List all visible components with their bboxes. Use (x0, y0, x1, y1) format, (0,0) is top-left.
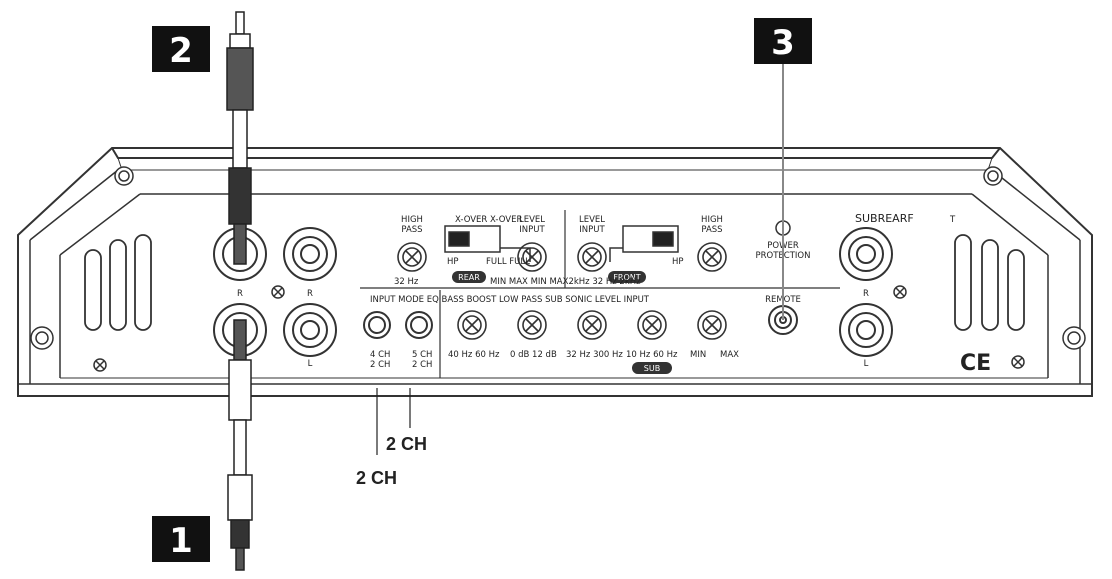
switch-label-second: 2 CH (386, 434, 427, 454)
jack-r-right: R (863, 289, 869, 299)
input-mode-buttons (363, 311, 433, 339)
knob-high-pass-left (397, 242, 427, 272)
ce-mark: CE (960, 351, 991, 376)
knob-high-pass-right (697, 242, 727, 272)
front-hp: HP (672, 257, 684, 267)
rear-tag: REAR (452, 271, 486, 283)
screws (30, 166, 1086, 372)
high-pass-left-label-1: HIGH (401, 215, 423, 225)
high-pass-right-label-1: HIGH (701, 215, 723, 225)
vent-slots-left (84, 234, 152, 331)
vent-slots-right (954, 234, 1025, 331)
xover-full: FULL FULL (486, 257, 530, 267)
sub-tag-text: SUB (644, 364, 660, 373)
xover-switch-front (609, 225, 679, 262)
callout-badge-3: 3 (754, 18, 812, 64)
ch-b-bottom: 2 CH (412, 360, 432, 370)
sub-tag: SUB (632, 362, 672, 374)
eq-freqs: 40 Hz 60 Hz (448, 350, 500, 360)
rear-tag-text: REAR (458, 273, 480, 282)
bottom-row-title: INPUT MODE EQ BASS BOOST LOW PASS SUB SO… (370, 295, 650, 305)
callout-2-text: 2 (169, 31, 193, 71)
level-max: MAX (720, 350, 739, 360)
high-pass-left-label-2: PASS (401, 225, 422, 235)
jack-l-right: L (864, 359, 869, 369)
knob-bass-boost (517, 310, 547, 340)
level-input-right-label-1: LEVEL (579, 215, 605, 225)
xover-hp: HP (447, 257, 459, 267)
ch-a-top: 4 CH (370, 350, 390, 360)
knob-eq (457, 310, 487, 340)
t-label: T (949, 215, 956, 225)
subwoofer-label: SUBREARF (855, 212, 914, 225)
xover-title: X-OVER X-OVER (455, 215, 522, 225)
callout-1-text: 1 (169, 521, 193, 561)
switch-label-first: 2 CH (356, 468, 397, 488)
knob-level-left (517, 242, 547, 272)
front-tag: FRONT (608, 271, 646, 283)
rca-jacks-right (839, 227, 893, 357)
callout-badge-1: 1 (152, 516, 210, 562)
knob-sub-level (697, 310, 727, 340)
jack-r-left2: R (307, 289, 313, 299)
jack-l-left: L (308, 359, 313, 369)
level-input-left-label-1: LEVEL (519, 215, 545, 225)
front-tag-text: FRONT (613, 273, 640, 282)
low-pass-range: 32 Hz 300 Hz (566, 350, 623, 360)
knob-low-pass (577, 310, 607, 340)
rca-jacks-left (213, 227, 337, 357)
ch-b-top: 5 CH (412, 350, 432, 360)
bass-boost-range: 0 dB 12 dB (510, 350, 557, 360)
min-max-row: MIN MAX MIN MAX2kHz 32 Hz 2kHz (490, 277, 641, 287)
high-pass-right-label-2: PASS (701, 225, 722, 235)
jack-r-left: R (237, 289, 243, 299)
high-pass-left-freq: 32 Hz (394, 277, 419, 287)
level-input-left-label-2: INPUT (519, 225, 545, 235)
sub-sonic-range: 10 Hz 60 Hz (626, 350, 678, 360)
callout-3-text: 3 (771, 23, 795, 63)
knob-level-right (577, 242, 607, 272)
xover-switch-rear (444, 225, 531, 262)
rca-plug-bottom (227, 319, 253, 571)
ch-a-bottom: 2 CH (370, 360, 390, 370)
knob-sub-sonic (637, 310, 667, 340)
rca-plug-top (226, 11, 254, 265)
control-knobs (397, 242, 727, 340)
level-min: MIN (690, 350, 706, 360)
level-input-right-label-2: INPUT (579, 225, 605, 235)
callout-badge-2: 2 (152, 26, 210, 72)
